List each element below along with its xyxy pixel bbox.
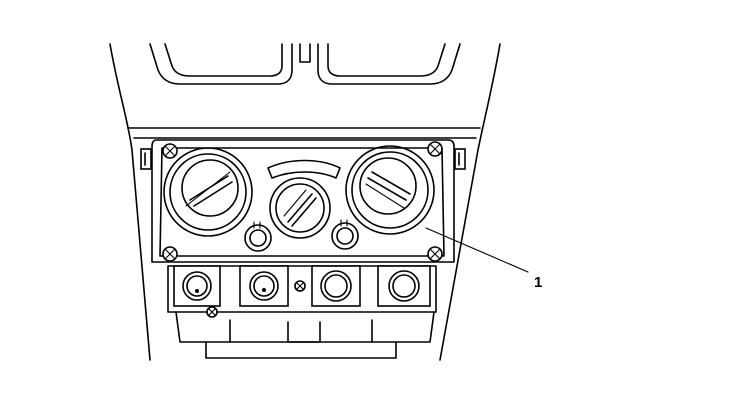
- panel-screw-lower-left: [206, 306, 218, 318]
- side-clip-right: [454, 148, 466, 170]
- console-housing: [109, 43, 501, 361]
- bezel-screw-bottom-left: [162, 246, 178, 262]
- lower-console-opening: [205, 319, 397, 359]
- callout-leader-line: [425, 227, 529, 273]
- switch-2: [239, 265, 289, 307]
- panel-screw-center: [294, 280, 306, 292]
- right-rotary-knob: [345, 145, 435, 235]
- side-clip-left: [140, 148, 152, 170]
- bezel-screw-top-left: [162, 143, 178, 159]
- center-rotary-knob: [269, 177, 331, 239]
- switch-1: [173, 265, 221, 307]
- switch-3: [311, 265, 361, 307]
- switch-4: [377, 265, 431, 307]
- callout-label-1: 1: [534, 274, 542, 291]
- left-rotary-knob: [163, 147, 253, 237]
- callout-1: 1: [425, 227, 542, 291]
- small-button-left: [244, 221, 272, 252]
- bezel-screw-top-right: [427, 141, 443, 157]
- control-panel-bezel: [151, 139, 455, 263]
- bezel-screw-bottom-right: [427, 246, 443, 262]
- small-button-right: [331, 219, 359, 250]
